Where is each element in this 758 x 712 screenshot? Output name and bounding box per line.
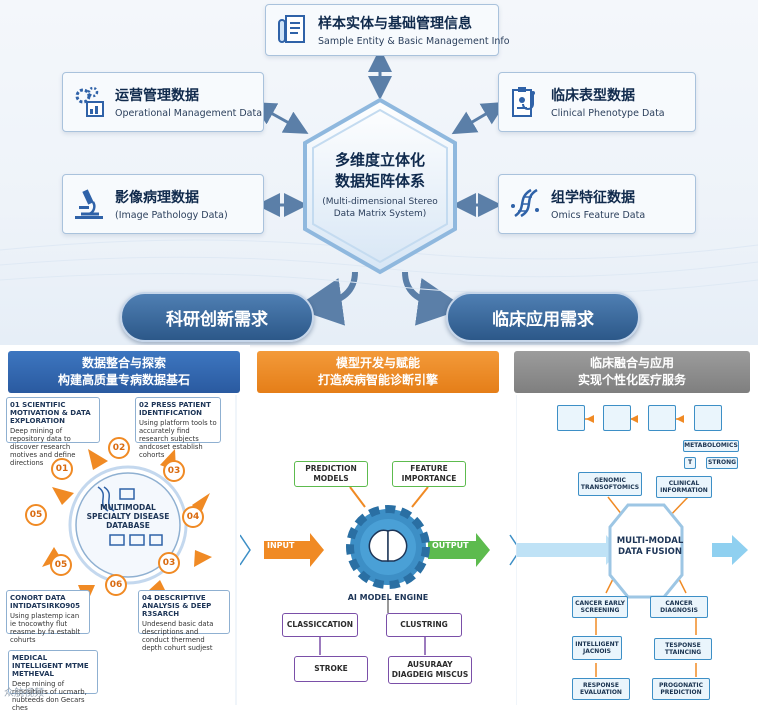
- card-title: 影像病理数据: [115, 190, 199, 206]
- step-box-heading: CONORT DATA INTIDATSIRKO905: [10, 594, 81, 610]
- clipboard-icon: [648, 405, 676, 431]
- card-subtitle: Operational Management Data: [115, 108, 263, 119]
- card-subtitle: Omics Feature Data: [551, 210, 646, 221]
- card-title: 临床表型数据: [551, 88, 635, 104]
- center-title-line1: 多维度立体化: [334, 151, 425, 169]
- step-box-text: Using plastemp ican ie tnocowthy flut re…: [10, 612, 81, 644]
- prognostic-box: PROGONATIC PREDICTION: [652, 678, 710, 700]
- dna-icon: [557, 405, 585, 431]
- ai-engine-label: AI MODEL ENGINE: [347, 593, 429, 602]
- metabolomics-box: METABOLOMICS: [683, 440, 739, 452]
- prediction-models-box: PREDICTION MODELS: [294, 461, 368, 487]
- response-tracking-box: TESPONSE TTAINCING: [654, 638, 712, 660]
- card-title: 运营管理数据: [115, 88, 199, 104]
- left-panel-title: 数据整合与探索 构建高质量专病数据基石: [8, 351, 240, 393]
- step-badge: 04: [182, 506, 204, 528]
- right-title-line1: 临床融合与应用: [589, 356, 674, 370]
- fusion-label: MULTI-MODAL DATA FUSION: [616, 536, 684, 557]
- middle-title-line1: 模型开发与赋能: [335, 356, 420, 370]
- middle-title-line2: 打造疾病智能诊断引擎: [317, 373, 438, 387]
- microscope-icon: [75, 189, 103, 219]
- left-diagram: [42, 395, 237, 705]
- intelligent-box: INTELLIGENT JACNOIS: [572, 636, 622, 660]
- step-box-heading: 04 DESCRIPTIVE ANALYSIS & DEEP R3SARCH: [142, 594, 212, 618]
- research-demand-pill: 科研创新需求: [120, 292, 314, 342]
- early-screening-box: CANCER EARLY SCREENING: [572, 596, 628, 618]
- center-subtitle: (Multi-dimensional Stereo Data Matrix Sy…: [322, 197, 438, 219]
- clustering-box: CLUSTRING: [386, 613, 462, 637]
- document-test-tube-icon: [278, 15, 305, 43]
- step-box-text: Deep mining of repository data to discov…: [10, 427, 76, 467]
- response-evaluation-box: RESPONSE EVALUATION: [572, 678, 630, 700]
- step-badge: 03: [163, 460, 185, 482]
- left-title-line1: 数据整合与探索: [81, 356, 166, 370]
- step-badge: 03: [158, 552, 180, 574]
- genomic-box: GENOMIC TRANSOFTOMICS: [578, 472, 642, 496]
- card-omics-feature: 组学特征数据 Omics Feature Data: [498, 174, 696, 234]
- center-hexagon: 多维度立体化 数据矩阵体系 (Multi-dimensional Stereo …: [300, 100, 460, 270]
- middle-panel-title: 模型开发与赋能 打造疾病智能诊断引擎: [257, 351, 499, 393]
- left-title-line2: 构建高质量专病数据基石: [57, 373, 190, 387]
- network-icon: [694, 405, 722, 431]
- card-sample-entity: 样本实体与基础管理信息 Sample Entity & Basic Managem…: [265, 4, 510, 56]
- feature-importance-box: FEATURE IMPORTANCE: [392, 461, 466, 487]
- input-label: INPUT: [267, 541, 295, 550]
- output-label: OUTPUT: [432, 541, 469, 550]
- step-box: 02 PRESS PATIENT IDENTIFICATION Using pla…: [135, 397, 221, 459]
- watermark: 众航视频: [4, 688, 44, 699]
- connector-arrows: [0, 48, 758, 326]
- step-box-heading: 02 PRESS PATIENT IDENTIFICATION: [139, 401, 211, 417]
- middle-diagram: [240, 486, 520, 655]
- card-title: 组学特征数据: [551, 190, 635, 206]
- card-clinical-phenotype: 临床表型数据 Clinical Phenotype Data: [498, 72, 696, 132]
- left-center-label: MULTIMODAL SPECIALTY DISEASE DATABASE: [86, 503, 170, 530]
- step-box-heading: MEDICAL INTELLIGENT MTME METHEVAL: [12, 654, 89, 678]
- clipboard-stethoscope-icon: [512, 87, 535, 117]
- step-box-text: Undesend basic data descriptions and con…: [142, 620, 214, 652]
- step-box-heading: 01 SCIENTIFIC MOTIVATION & DATA EXPLORAT…: [10, 401, 91, 425]
- step-badge: 02: [108, 437, 130, 459]
- center-title-line2: 数据矩阵体系: [334, 172, 425, 190]
- step-box-text: Using platform tools to accurately find …: [139, 419, 217, 459]
- card-title: 样本实体与基础管理信息: [318, 16, 472, 32]
- right-title-line2: 实现个性化医疗服务: [577, 373, 686, 387]
- gears-chart-icon: [75, 86, 104, 117]
- classification-box: CLASSICCATION: [282, 613, 358, 637]
- card-image-pathology: 影像病理数据 (Image Pathology Data): [62, 174, 264, 234]
- top-section: 样本实体与基础管理信息 Sample Entity & Basic Managem…: [0, 0, 758, 345]
- step-badge: 05: [50, 554, 72, 576]
- strong-box: STRONG: [706, 457, 738, 469]
- dna-icon: [511, 188, 539, 218]
- step-badge: 05: [25, 504, 47, 526]
- step-badge: 06: [105, 574, 127, 596]
- right-panel-title: 临床融合与应用 实现个性化医疗服务: [514, 351, 750, 393]
- clinical-info-box: CLINICAL INFORMATION: [656, 476, 712, 498]
- dna-icon: [603, 405, 631, 431]
- card-operational: 运营管理数据 Operational Management Data: [62, 72, 264, 132]
- stroke-box: STROKE: [294, 656, 368, 682]
- diagnosis-box: AUSURAAY DIAGDEIG MISCUS: [388, 656, 472, 684]
- t-box: T: [684, 457, 696, 469]
- step-box: 01 SCIENTIFIC MOTIVATION & DATA EXPLORAT…: [6, 397, 100, 467]
- card-subtitle: Clinical Phenotype Data: [551, 108, 665, 119]
- card-subtitle: Sample Entity & Basic Management Info: [318, 36, 510, 47]
- card-subtitle: (Image Pathology Data): [115, 210, 228, 221]
- clinical-demand-pill: 临床应用需求: [446, 292, 640, 342]
- step-badge: 01: [51, 458, 73, 480]
- cancer-diagnosis-box: CANCER DIAGNOSIS: [650, 596, 708, 618]
